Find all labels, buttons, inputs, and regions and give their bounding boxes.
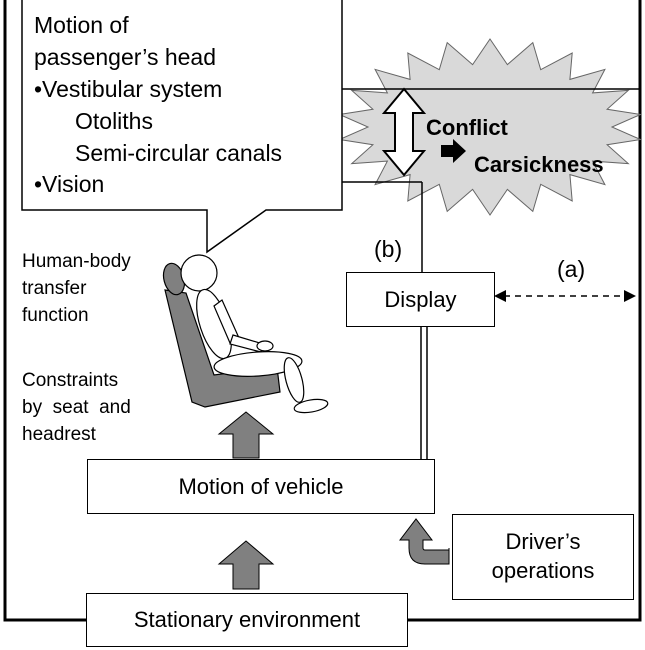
display-box: Display bbox=[346, 272, 495, 327]
dashed-arrow-left-head bbox=[494, 290, 506, 302]
transfer-function-line2: transfer bbox=[22, 278, 87, 299]
speech-box-outline bbox=[21, 0, 343, 254]
passenger-figure bbox=[162, 254, 329, 414]
conflict-burst bbox=[337, 38, 643, 216]
head-box-title-line2: passenger’s head bbox=[34, 44, 217, 70]
foot bbox=[293, 398, 329, 414]
transfer-function-line1: Human-body bbox=[22, 251, 131, 272]
dashed-arrow-right-head bbox=[624, 290, 636, 302]
vehicle-motion-box: Motion of vehicle bbox=[87, 459, 435, 514]
seat-shape bbox=[164, 289, 281, 408]
vision-label: •Vision bbox=[34, 171, 105, 197]
display-label: Display bbox=[384, 286, 457, 312]
path-a-label: (a) bbox=[557, 256, 586, 282]
up-arrow-env-to-vehicle bbox=[217, 540, 275, 590]
otoliths-label: Otoliths bbox=[75, 108, 153, 134]
conflict-label: Conflict bbox=[426, 115, 508, 140]
shin bbox=[283, 357, 305, 403]
stationary-environment-box: Stationary environment bbox=[86, 593, 408, 647]
up-arrow-vehicle-to-seat bbox=[217, 411, 275, 459]
black-right-arrow bbox=[441, 139, 466, 163]
driver-operations-line2: operations bbox=[491, 558, 595, 583]
semicircular-canals-label: Semi-circular canals bbox=[75, 140, 283, 166]
thigh bbox=[213, 351, 303, 377]
vestibular-system-label: •Vestibular system bbox=[34, 76, 223, 102]
head bbox=[180, 254, 218, 292]
head-box-title-line1: Motion of bbox=[34, 12, 129, 38]
stationary-environment-label: Stationary environment bbox=[133, 607, 361, 632]
hand bbox=[256, 340, 274, 352]
driver-operations-box: Driver’s operations bbox=[452, 514, 634, 600]
carsickness-label: Carsickness bbox=[474, 152, 604, 177]
constraints-line2: by seat and bbox=[22, 397, 131, 418]
path-b-label: (b) bbox=[374, 236, 403, 262]
vehicle-motion-label: Motion of vehicle bbox=[178, 473, 344, 499]
constraints-line3: headrest bbox=[22, 424, 96, 445]
curved-arrow-driver-to-vehicle bbox=[398, 518, 450, 565]
driver-operations-line1: Driver’s bbox=[505, 529, 581, 555]
transfer-function-line3: function bbox=[22, 305, 89, 326]
hollow-double-arrow bbox=[381, 87, 427, 177]
constraints-line1: Constraints bbox=[22, 370, 119, 391]
